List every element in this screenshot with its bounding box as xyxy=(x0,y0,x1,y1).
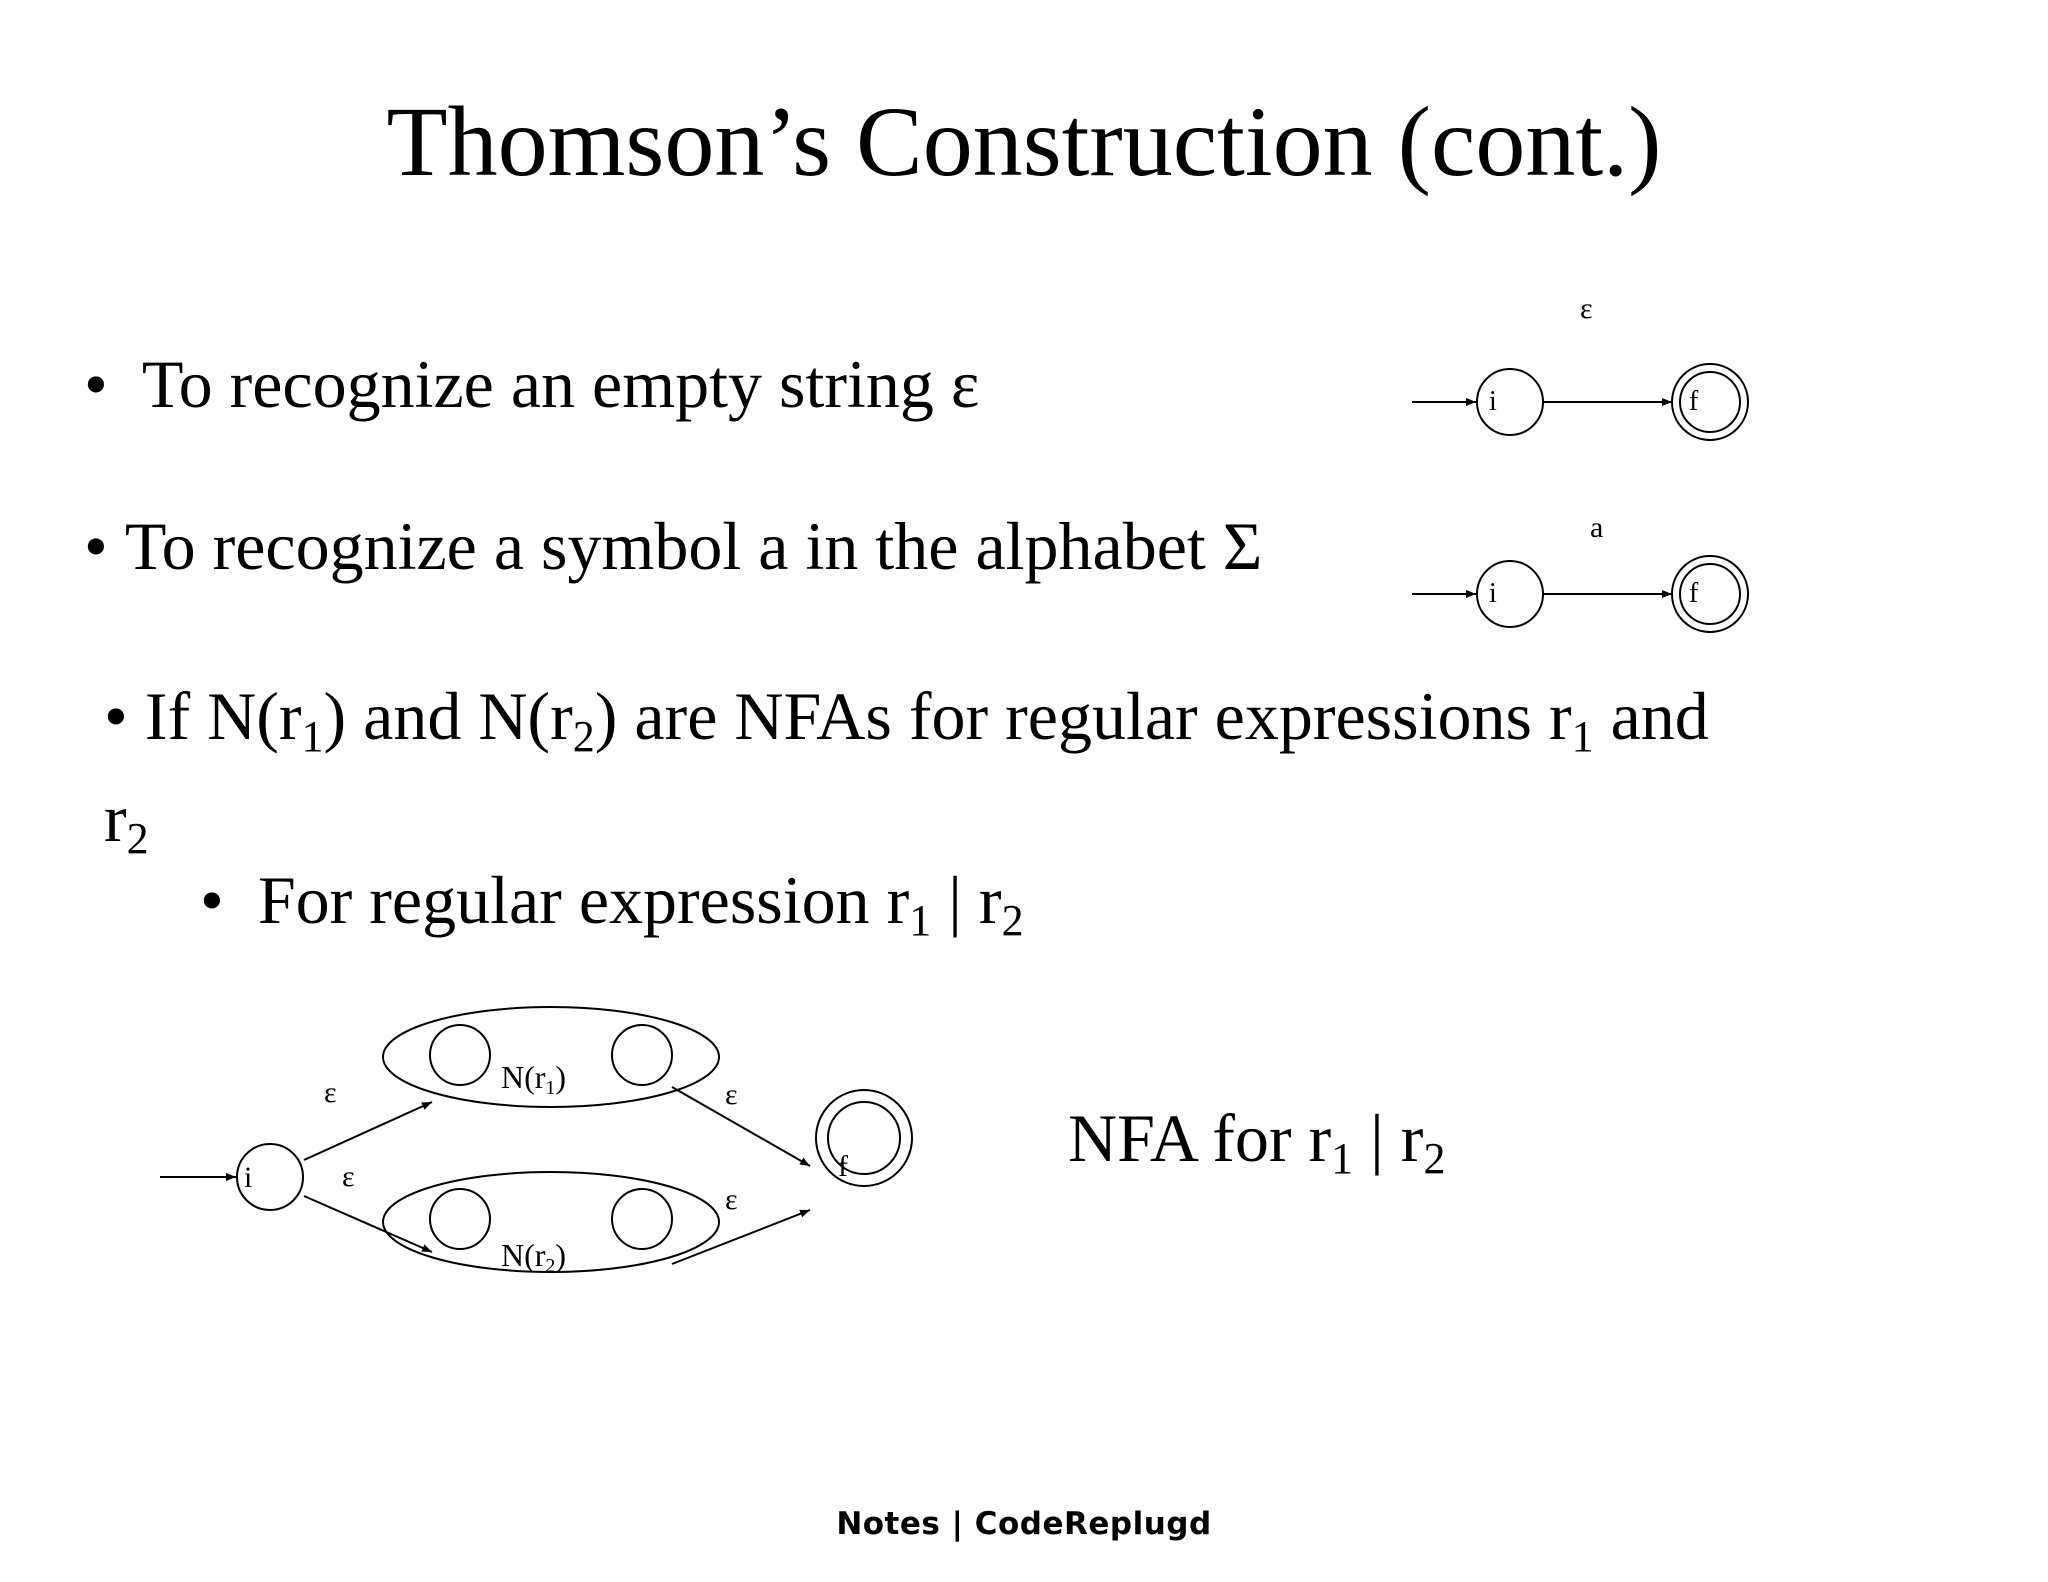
nfa-symbol-diagram: i f a xyxy=(1412,511,1749,633)
final-state-outer xyxy=(1671,555,1749,633)
edge-label: ε xyxy=(1580,292,1593,325)
epsilon-label-in-bottom: ε xyxy=(342,1160,355,1193)
footer-credit: Notes | CodeReplugd xyxy=(836,1506,1212,1542)
sub-bullet-union: • For regular expression r1 | r2 xyxy=(200,866,1024,943)
subscript: 1 xyxy=(1571,712,1594,761)
text-fragment: ) xyxy=(555,1237,566,1273)
nfa-union-diagram: i f ε ε ε ε N(r1) N(r2) xyxy=(160,1006,913,1277)
slide-title: Thomson’s Construction (cont.) xyxy=(386,86,1662,197)
subscript: 1 xyxy=(545,1077,555,1099)
final-state-label: f xyxy=(1689,386,1699,417)
n-r2-ellipse xyxy=(382,1171,720,1273)
final-state-inner xyxy=(1679,563,1741,625)
text-fragment: NFA for r xyxy=(1068,1100,1332,1176)
text-fragment: N(r xyxy=(501,1237,546,1273)
subscript: 2 xyxy=(1001,896,1024,945)
text-fragment: | r xyxy=(931,862,1002,938)
bullet-nfa-definition: • If N(r1) and N(r2) are NFAs for regula… xyxy=(104,682,1709,759)
bullet-symbol-text: To recognize a symbol a in the alphabet … xyxy=(124,508,1263,584)
start-state xyxy=(1476,368,1544,436)
final-state-inner xyxy=(827,1101,901,1175)
epsilon-transition-from-n-r2 xyxy=(671,1209,811,1265)
bullet-dot-icon: • xyxy=(200,862,224,938)
subscript: 2 xyxy=(572,712,595,761)
text-fragment: and xyxy=(1593,678,1709,754)
nfa-union-caption: NFA for r1 | r2 xyxy=(1068,1104,1445,1181)
text-fragment: ) and N(r xyxy=(323,678,573,754)
final-state-outer xyxy=(815,1089,913,1187)
text-fragment: N(r xyxy=(501,1059,546,1095)
text-fragment: ) are NFAs for regular expressions r xyxy=(594,678,1572,754)
n-r1-final-state xyxy=(611,1024,673,1086)
start-state-label: i xyxy=(1489,386,1497,417)
epsilon-label-out-bottom: ε xyxy=(725,1183,738,1216)
bullet-dot-icon: • xyxy=(104,678,128,754)
text-fragment: For regular expression r xyxy=(257,862,910,938)
final-state-outer xyxy=(1671,363,1749,441)
bullet-dot-icon: • xyxy=(84,508,108,584)
epsilon-label-out-top: ε xyxy=(725,1078,738,1111)
text-fragment: | r xyxy=(1353,1100,1424,1176)
epsilon-transition-to-n-r2 xyxy=(303,1195,433,1253)
n-r1-label: N(r1) xyxy=(501,1059,566,1099)
start-state-label: i xyxy=(244,1161,252,1194)
n-r1-ellipse xyxy=(382,1006,720,1108)
subscript: 2 xyxy=(545,1255,555,1277)
n-r1-start-state xyxy=(429,1024,491,1086)
final-state-label: f xyxy=(1689,578,1699,609)
subscript: 1 xyxy=(1331,1134,1354,1183)
start-state-label: i xyxy=(1489,578,1497,609)
bullet-symbol: • To recognize a symbol a in the alphabe… xyxy=(84,512,1262,580)
text-fragment: ) xyxy=(555,1059,566,1095)
final-state-inner xyxy=(1679,371,1741,433)
n-r2-label: N(r2) xyxy=(501,1237,566,1277)
start-state xyxy=(236,1143,304,1211)
subscript: 2 xyxy=(1423,1134,1446,1183)
n-r2-final-state xyxy=(611,1188,673,1250)
start-state xyxy=(1476,560,1544,628)
subscript: 1 xyxy=(909,896,932,945)
bullet-empty-string: • To recognize an empty string ε xyxy=(84,350,979,418)
n-r2-start-state xyxy=(429,1188,491,1250)
subscript: 2 xyxy=(126,814,149,863)
bullet-dot-icon: • xyxy=(84,346,108,422)
bullet-nfa-definition-line2: r2 xyxy=(104,784,149,861)
epsilon-label-in-top: ε xyxy=(324,1076,337,1109)
nfa-empty-string-diagram: i f ε xyxy=(1412,292,1749,441)
final-state-label: f xyxy=(838,1150,848,1183)
epsilon-transition-from-n-r1 xyxy=(671,1086,811,1167)
epsilon-transition-to-n-r1 xyxy=(303,1101,433,1161)
text-fragment: r xyxy=(104,780,127,856)
bullet-empty-string-text: To recognize an empty string ε xyxy=(141,346,980,422)
edge-label: a xyxy=(1590,511,1603,544)
text-fragment: If N(r xyxy=(144,678,302,754)
subscript: 1 xyxy=(301,712,324,761)
